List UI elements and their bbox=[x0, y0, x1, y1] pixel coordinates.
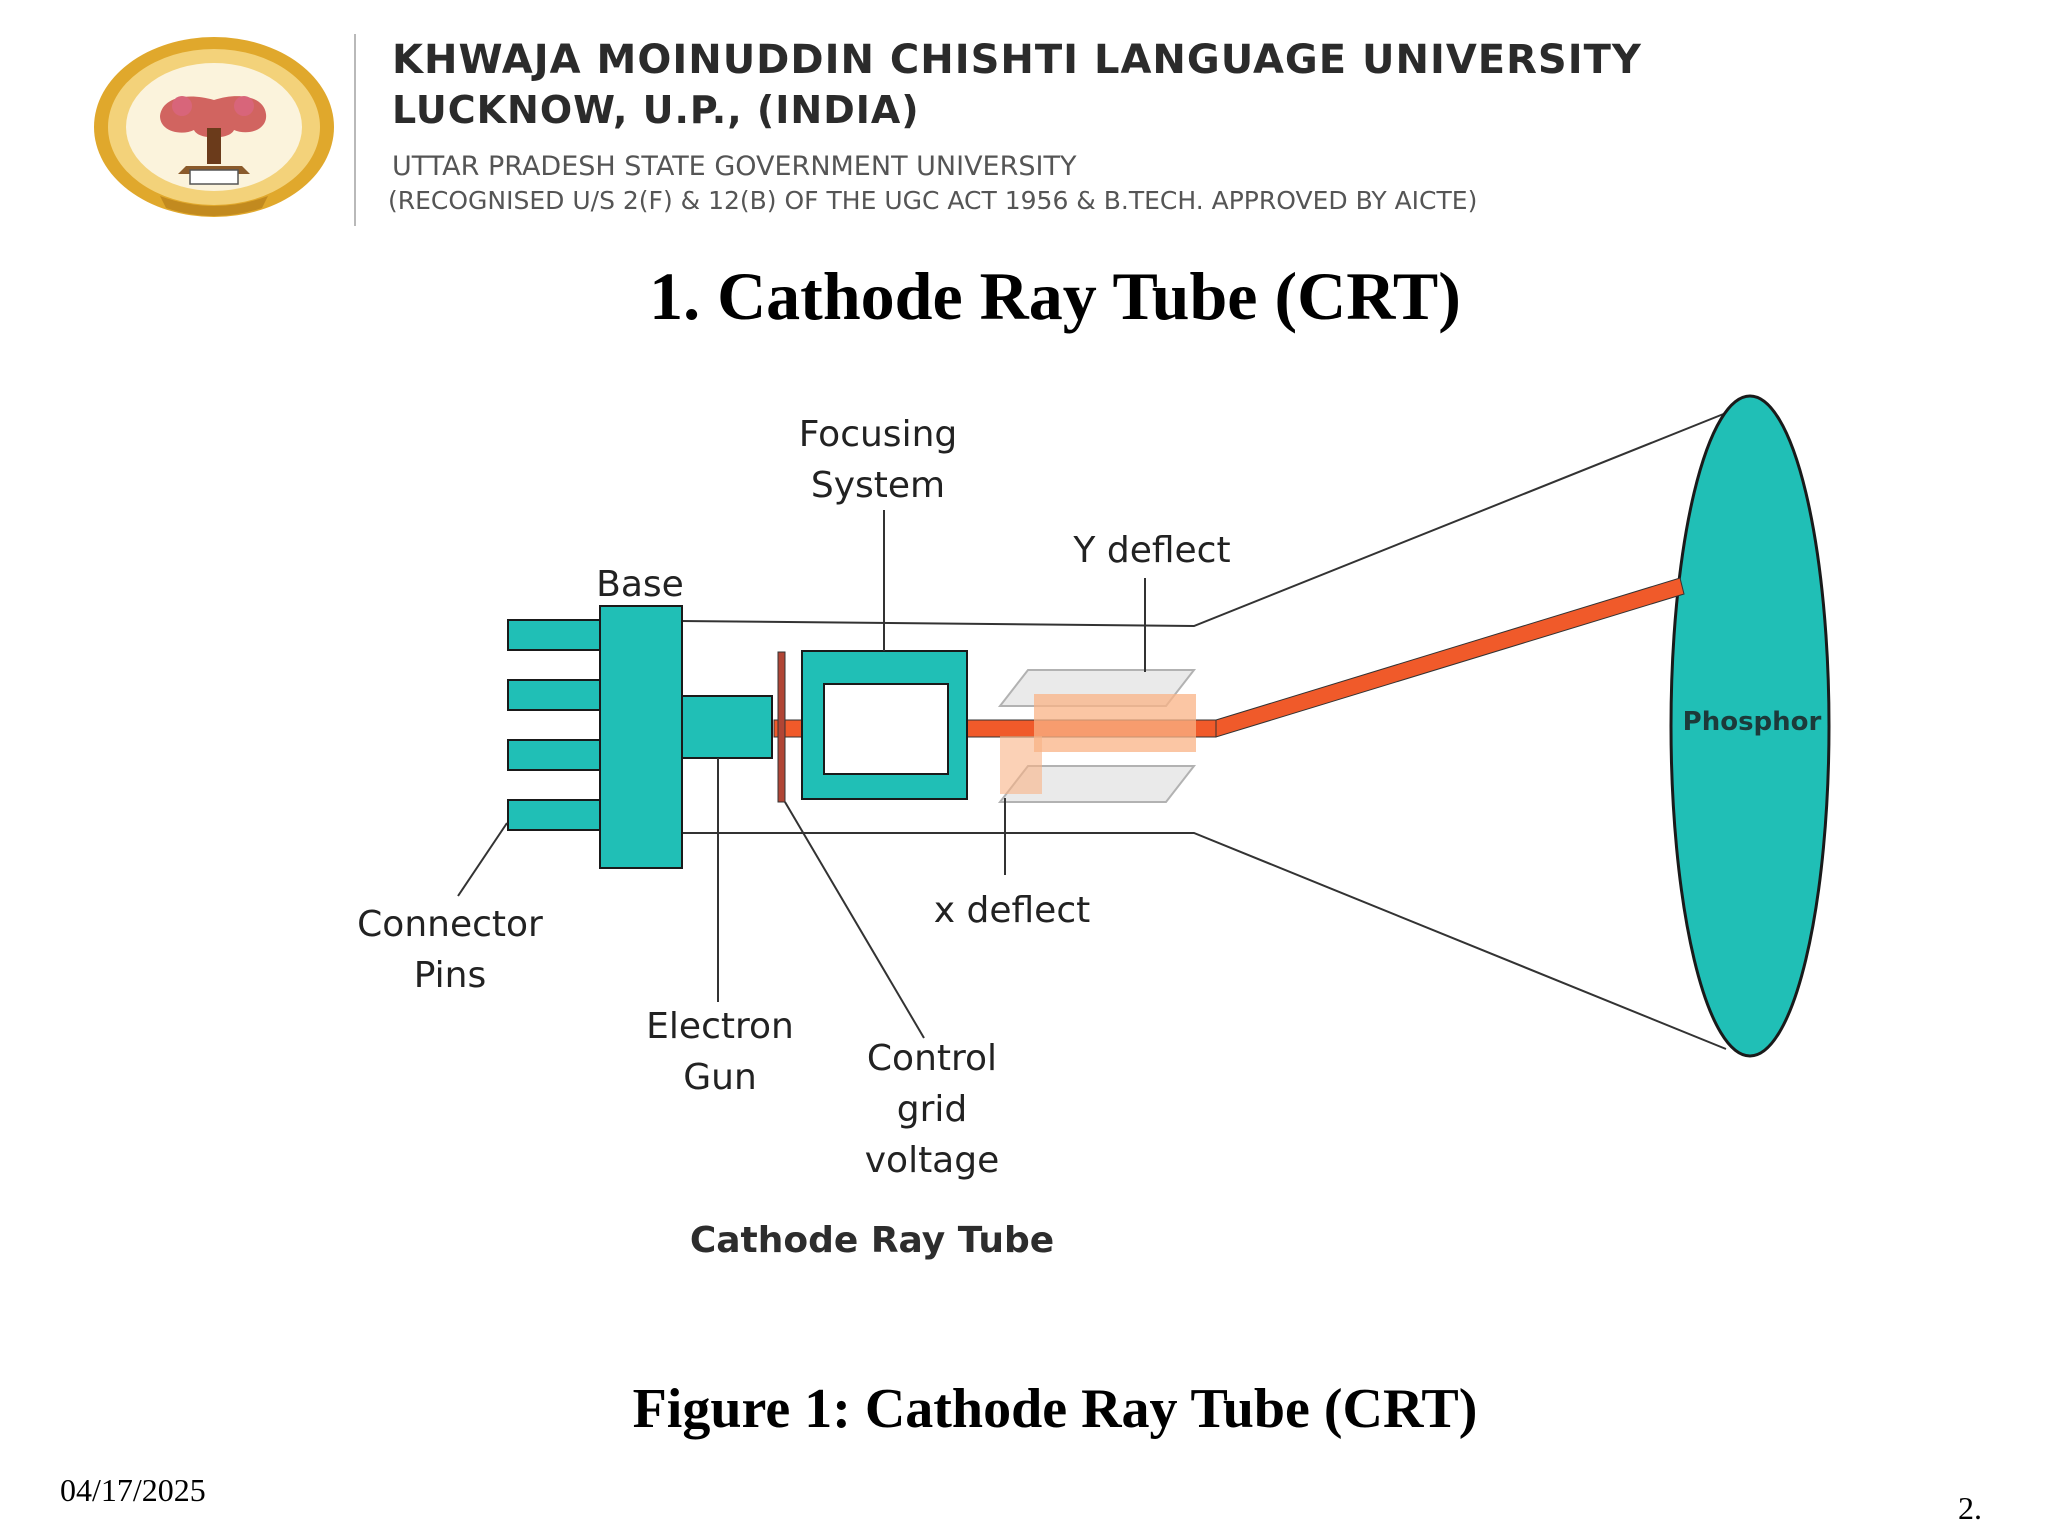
label-y-deflect: Y deflect bbox=[1072, 530, 1230, 571]
label-focusing-2: System bbox=[811, 465, 945, 506]
label-focusing-1: Focusing bbox=[799, 414, 957, 455]
label-control-1: Control bbox=[867, 1038, 997, 1079]
header-divider bbox=[354, 34, 356, 226]
tube-base bbox=[599, 605, 683, 869]
university-name: KHWAJA MOINUDDIN CHISHTI LANGUAGE UNIVER… bbox=[392, 37, 1642, 83]
focusing-system-inner bbox=[823, 683, 949, 775]
diagram-inner-caption: Cathode Ray Tube bbox=[690, 1220, 1054, 1261]
electron-beam-deflected bbox=[1215, 577, 1685, 738]
tube-outline-bottom bbox=[680, 832, 1727, 1050]
label-connector-2: Pins bbox=[414, 955, 487, 996]
x-deflect-plate bbox=[1034, 694, 1196, 752]
slide-header: KHWAJA MOINUDDIN CHISHTI LANGUAGE UNIVER… bbox=[0, 0, 2048, 240]
connector-pin bbox=[507, 679, 601, 711]
university-subtitle-1: UTTAR PRADESH STATE GOVERNMENT UNIVERSIT… bbox=[392, 151, 1077, 182]
label-electron-2: Gun bbox=[683, 1057, 757, 1098]
label-control-2: grid bbox=[897, 1089, 968, 1130]
x-deflect-plate-side bbox=[1000, 736, 1042, 794]
connector-pin bbox=[507, 799, 601, 831]
university-location: LUCKNOW, U.P., (INDIA) bbox=[392, 88, 920, 132]
electron-gun bbox=[681, 695, 773, 759]
label-control-3: voltage bbox=[865, 1140, 1000, 1181]
label-x-deflect: x deflect bbox=[934, 890, 1090, 931]
university-seal-logo bbox=[94, 37, 334, 217]
crt-diagram: Phosphor Focusing System Y deflect Base … bbox=[357, 394, 1831, 1261]
control-grid-plate bbox=[777, 651, 786, 803]
footer-date: 04/17/2025 bbox=[60, 1472, 206, 1508]
leader-control-grid bbox=[784, 801, 925, 1039]
university-subtitle-2: (RECOGNISED U/S 2(F) & 12(B) OF THE UGC … bbox=[388, 186, 1478, 215]
leader-connector bbox=[457, 822, 508, 897]
label-phosphor: Phosphor bbox=[1683, 707, 1822, 737]
connector-pin bbox=[507, 739, 601, 771]
slide-title: 1. Cathode Ray Tube (CRT) bbox=[649, 258, 1461, 334]
footer-page-number: 2. bbox=[1958, 1490, 1982, 1526]
label-electron-1: Electron bbox=[646, 1006, 794, 1047]
label-base: Base bbox=[596, 564, 684, 605]
tube-outline-top bbox=[679, 412, 1727, 628]
figure-caption: Figure 1: Cathode Ray Tube (CRT) bbox=[632, 1378, 1478, 1440]
connector-pin bbox=[507, 619, 601, 651]
phosphor-screen bbox=[1669, 394, 1831, 1058]
label-connector-1: Connector bbox=[357, 904, 543, 945]
